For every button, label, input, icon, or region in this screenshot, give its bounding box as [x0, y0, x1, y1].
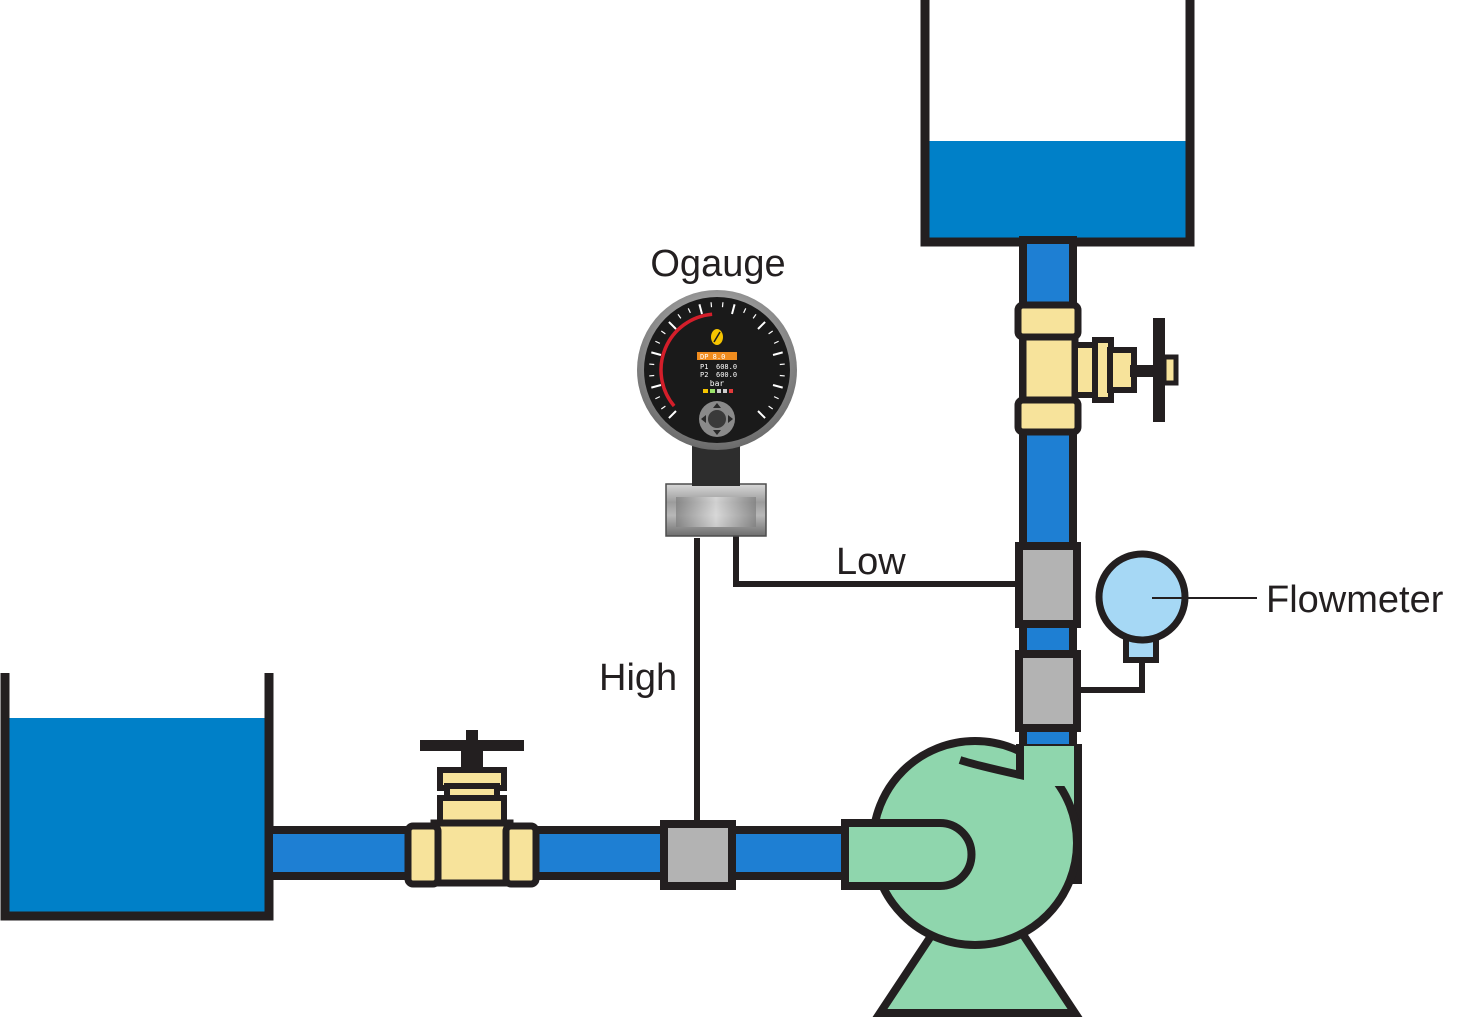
gauge-tick [651, 351, 662, 356]
flowmeter [1077, 550, 1257, 693]
gauge-tick [743, 308, 747, 314]
gauge-tick [768, 330, 774, 335]
gauge-tick [687, 308, 691, 314]
gauge-label: Ogauge [650, 243, 785, 285]
upper-tank-water [925, 141, 1190, 242]
display-p2-value: 600.0 [716, 371, 737, 379]
valve-stem [1130, 365, 1160, 377]
gauge-tick [677, 313, 682, 319]
gauge-tick [651, 384, 662, 389]
pump-inlet [841, 819, 976, 890]
gate-valve-left[interactable] [404, 730, 540, 888]
gauge-tick [698, 304, 703, 315]
display-status-icons [703, 389, 733, 393]
valve-handwheel[interactable] [420, 740, 524, 751]
display-header-bar [697, 352, 737, 360]
nav-pad-icon[interactable] [699, 401, 735, 437]
low-label: Low [836, 541, 906, 583]
high-tap-fitting [660, 820, 736, 890]
gauge-tick [773, 396, 779, 400]
gauge-tick [772, 384, 783, 389]
flowmeter-label: Flowmeter [1266, 579, 1444, 621]
display-p1-label: P1 [700, 363, 708, 371]
valve-handwheel[interactable] [1153, 318, 1165, 422]
gauge-scale [649, 302, 785, 419]
suction-pipe [265, 826, 853, 880]
display-header: DP 8.0 [700, 353, 725, 361]
valve-body [1019, 331, 1079, 409]
gauge-tick [655, 340, 661, 344]
display-unit: bar [710, 379, 725, 388]
display-p1-value: 608.0 [716, 363, 737, 371]
display-p2-label: P2 [700, 371, 708, 379]
differential-pressure-gauge: DP 8.0 P1 608.0 P2 600.0 bar [637, 290, 797, 537]
gauge-redzone-arc [659, 312, 713, 408]
low-impulse-line [733, 532, 1019, 587]
gauge-tick [660, 330, 666, 335]
left-tank-wall [0, 673, 274, 921]
gauge-tick [757, 321, 766, 330]
valve-body [430, 819, 514, 887]
left-tank [0, 673, 274, 921]
ball-valve-right[interactable] [1014, 301, 1179, 436]
gauge-tick [668, 410, 677, 419]
low-tap-fitting [1015, 542, 1081, 628]
gauge-tick [655, 396, 661, 400]
gauge-tick [757, 410, 766, 419]
ogauge-logo-icon [711, 329, 723, 345]
gauge-tick [768, 405, 774, 410]
gauge-tick [668, 321, 677, 330]
gauge-tick [660, 405, 666, 410]
valve-stem [461, 748, 483, 772]
gauge-tick [731, 304, 736, 315]
high-label: High [599, 657, 677, 699]
upper-tank [920, 0, 1195, 247]
centrifugal-pump [841, 737, 1083, 1017]
left-tank-water [5, 718, 269, 916]
gauge-tick [752, 313, 757, 319]
gauge-tick [773, 340, 779, 344]
flowmeter-fitting [1015, 650, 1081, 732]
gauge-tick [772, 351, 783, 356]
gauge-face [644, 297, 790, 443]
